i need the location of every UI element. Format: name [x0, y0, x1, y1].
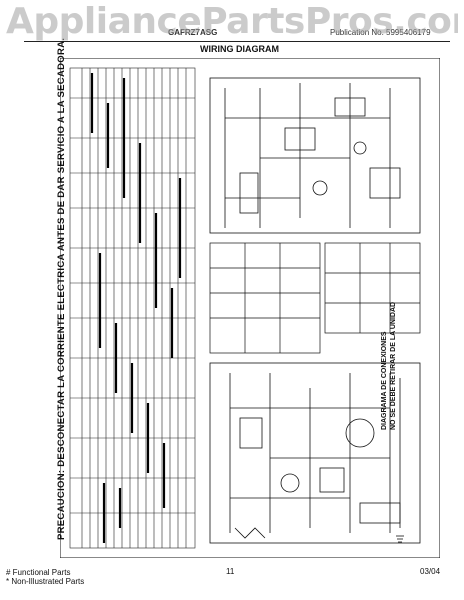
- ground-symbols: [396, 535, 404, 543]
- connections-note: DIAGRAMA DE CONEXIONES NO SE DEBE RETIRA…: [380, 301, 410, 430]
- diagram-frame: [60, 58, 440, 558]
- safety-warning: PRECAUCION: DESCONECTAR LA CORRIENTE ELE…: [56, 37, 67, 540]
- schematic-upper: [209, 77, 421, 234]
- header-rule: [24, 41, 450, 42]
- page-title: WIRING DIAGRAM: [200, 44, 279, 54]
- footer-legend: # Functional Parts * Non-Illustrated Par…: [6, 568, 84, 586]
- wiring-diagram: [60, 58, 440, 558]
- connections-note-line2: NO SE DEBE RETIRAR DE LA UNIDAD: [390, 301, 397, 430]
- page-number: 11: [226, 567, 235, 576]
- non-illustrated-note: * Non-Illustrated Parts: [6, 577, 85, 586]
- publication-number: Publication No. 5995406179: [330, 28, 431, 37]
- connections-note-line1: DIAGRAMA DE CONEXIONES: [381, 331, 388, 430]
- revision-date: 03/04: [420, 567, 441, 576]
- cycle-chart-bars: [90, 73, 182, 543]
- schematic-lower: [209, 362, 421, 544]
- cycle-chart-table: [69, 67, 196, 549]
- functional-parts-note: # Functional Parts: [6, 568, 71, 577]
- terminal-block: [209, 242, 421, 354]
- model-number: GAFRZ7ASG: [168, 28, 218, 37]
